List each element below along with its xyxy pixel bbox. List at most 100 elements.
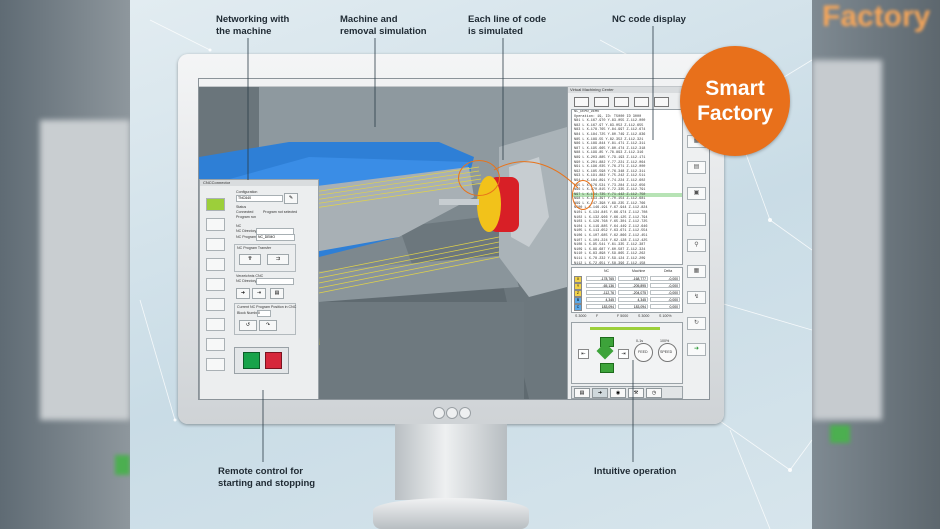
transfer-icon[interactable]: [206, 238, 225, 251]
speed-override-knob[interactable]: [658, 343, 677, 362]
nc-code-line[interactable]: N84 L X-184.725 Y-80.749 Z-112.836: [574, 132, 646, 137]
remote-stop-button[interactable]: [265, 352, 282, 369]
nc-code-line[interactable]: N97 L X-164.735 Y-71.442 Z-112.750: [572, 192, 682, 198]
configuration-select[interactable]: TNC640: [236, 195, 283, 202]
axis-delta-value: -0,000: [650, 283, 680, 288]
sidebar-button[interactable]: [206, 318, 225, 331]
nc-code-line[interactable]: N100 L X-146.191 Y-67.944 Z-112.824: [574, 206, 648, 211]
nc-code-line[interactable]: N108 L X-95.541 Y-61.335 Z-112.387: [574, 243, 646, 248]
nc-code-line[interactable]: N110 L X-83.898 Y-59.865 Z-112.262: [574, 252, 646, 257]
cnc-action-button[interactable]: ▤: [270, 288, 284, 299]
step-back-button[interactable]: ⇤: [578, 349, 589, 359]
monitor-stand-neck: [395, 424, 507, 500]
transfer-down-button[interactable]: ⇉: [267, 254, 289, 265]
nc-code-line[interactable]: N81 L X-167.970 Y-83.055 Z-112.000: [574, 119, 646, 124]
sidebar-button[interactable]: [206, 358, 225, 371]
blank-view-icon[interactable]: [634, 97, 649, 107]
transfer-up-button[interactable]: ⇈: [239, 254, 261, 265]
blurred-green-button: [115, 455, 130, 475]
settings-icon[interactable]: [206, 218, 225, 231]
nc-code-line[interactable]: N107 L X-101.224 Y-62.128 Z-112.425: [574, 238, 648, 243]
nc-code-line[interactable]: N86 L X-189.844 Y-81.471 Z-112.311: [574, 142, 646, 147]
nc-code-line[interactable]: N87 L X-195.665 Y-80.474 Z-112.318: [574, 146, 646, 151]
stack-icon[interactable]: ▤: [687, 161, 706, 174]
axis-machine-value: 4,345: [618, 297, 648, 302]
nc-code-line[interactable]: N96 L X-170.815 Y-72.335 Z-112.791: [574, 188, 646, 193]
nc-code-line[interactable]: N112 L X-72.651 Y-58.396 Z-112.158: [574, 261, 646, 265]
nc-code-line[interactable]: N99 L X-147.398 Y-69.235 Z-112.766: [574, 201, 646, 206]
go-icon[interactable]: ➜: [687, 343, 706, 356]
goto-block-button[interactable]: ↷: [259, 320, 277, 331]
sidebar-button[interactable]: [206, 278, 225, 291]
layer-icon[interactable]: ▣: [687, 187, 706, 200]
nc-directory2-label: NC Directory: [236, 279, 257, 283]
nc-code-line[interactable]: N98 L X-163.397 Y-70.154 Z-112.681: [574, 197, 646, 202]
remote-start-button[interactable]: [243, 352, 260, 369]
monitor-button[interactable]: [459, 407, 471, 419]
download-button[interactable]: ⇥: [252, 288, 266, 299]
waveform-icon[interactable]: [574, 97, 589, 107]
rotate-icon[interactable]: ↻: [687, 317, 706, 330]
chart-icon[interactable]: [654, 97, 669, 107]
nc-code-line[interactable]: N90 L X-201.882 Y-77.221 Z-112.064: [574, 160, 646, 165]
axis-badge: X: [574, 276, 582, 283]
nc-code-line[interactable]: N94 L X-184.891 Y-74.224 Z-112.602: [574, 178, 646, 183]
nc-code-line[interactable]: N83 L X-178.765 Y-84.997 Z-112.674: [574, 128, 646, 133]
blurred-left-background: [0, 0, 130, 529]
machine-icon[interactable]: [206, 338, 225, 351]
nc-code-line[interactable]: N104 L X-119.885 Y-64.449 Z-112.646: [574, 224, 648, 229]
axis-nc-value: 4,345: [586, 297, 616, 302]
axis-badge: Y: [574, 283, 582, 290]
nc-code-line[interactable]: N102 L X-132.966 Y-66.125 Z-112.794: [574, 215, 648, 220]
axis-row: Y-65,136-205,895-0,000: [574, 282, 680, 290]
cnc-directory-field[interactable]: [256, 278, 294, 285]
blank-icon[interactable]: [687, 213, 706, 226]
nc-code-line[interactable]: N103 L X-126.768 Y-65.301 Z-112.725: [574, 220, 648, 225]
nc-code-line[interactable]: N91 L X-196.035 Y-76.271 Z-112.000: [574, 165, 646, 170]
grid-icon[interactable]: ▦: [687, 265, 706, 278]
axis-nc-value: 183,094: [586, 304, 616, 309]
monitor-button[interactable]: [433, 407, 445, 419]
monitor-button[interactable]: [446, 407, 458, 419]
camera-icon[interactable]: ◉: [610, 388, 626, 398]
axis-header-delta: Delta: [664, 269, 673, 273]
nc-code-line[interactable]: N89 L X-203.885 Y-79.193 Z-112.171: [574, 155, 646, 160]
blurred-green-button: [830, 425, 850, 443]
nc-code-line[interactable]: N111 L X-78.232 Y-59.124 Z-112.209: [574, 257, 646, 261]
nc-code-line[interactable]: N82 L X-167.97 Y-83.052 Z-112.655: [574, 123, 644, 128]
sync-position-button[interactable]: ↺: [239, 320, 257, 331]
cycle-stop-button[interactable]: [600, 363, 614, 373]
measure-icon[interactable]: ↯: [687, 291, 706, 304]
nc-code-line[interactable]: N93 L X-191.882 Y-75.242 Z-112.511: [574, 174, 646, 179]
nc-code-line[interactable]: N85 L X-189.55 Y-82.352 Z-112.321: [574, 137, 644, 142]
nc-header-line: Operation: 19, ID: T5000 ID 3000: [574, 114, 642, 119]
forward-arrow-icon[interactable]: ➜: [592, 388, 608, 398]
timer-icon[interactable]: ◷: [646, 388, 662, 398]
nc-code-line[interactable]: N106 L X-107.685 Y-62.866 Z-112.451: [574, 234, 648, 239]
nc-code-line[interactable]: N101 L X-134.845 Y-66.974 Z-112.708: [574, 211, 648, 216]
feed-override-knob[interactable]: [634, 343, 653, 362]
zoom-icon[interactable]: ⚲: [687, 239, 706, 252]
upload-button[interactable]: ➜: [236, 288, 250, 299]
axis-machine-value: -204,075: [618, 290, 648, 295]
step-forward-button[interactable]: ⇥: [618, 349, 629, 359]
axis-nc-value: -178,765: [586, 276, 616, 281]
simulation-viewport[interactable]: [199, 87, 567, 399]
nc-code-line[interactable]: N95 L X-176.531 Y-73.284 Z-112.656: [574, 183, 646, 188]
save-icon[interactable]: ▤: [574, 388, 590, 398]
nc-program-field[interactable]: NC_DEMO: [256, 234, 295, 241]
nc-code-line[interactable]: N92 L X-185.598 Y-76.348 Z-112.311: [574, 169, 646, 174]
sidebar-button[interactable]: [206, 298, 225, 311]
callout-each-line: Each line of code is simulated: [468, 14, 547, 37]
edit-config-button[interactable]: ✎: [284, 193, 298, 204]
block-number-field[interactable]: 0: [257, 310, 271, 317]
nc-code-line[interactable]: N109 L X-89.687 Y-60.587 Z-112.324: [574, 247, 646, 252]
connect-icon[interactable]: [206, 198, 225, 211]
nc-code-line[interactable]: N105 L X-113.652 Y-63.671 Z-112.554: [574, 229, 648, 234]
path-icon[interactable]: [594, 97, 609, 107]
axis-machine-value: 183,094: [618, 304, 648, 309]
nc-code-line[interactable]: N88 L X-199.85 Y-78.893 Z-112.316: [574, 151, 644, 156]
tool-icon[interactable]: ⚒: [628, 388, 644, 398]
sidebar-button[interactable]: [206, 258, 225, 271]
program-icon[interactable]: [614, 97, 629, 107]
